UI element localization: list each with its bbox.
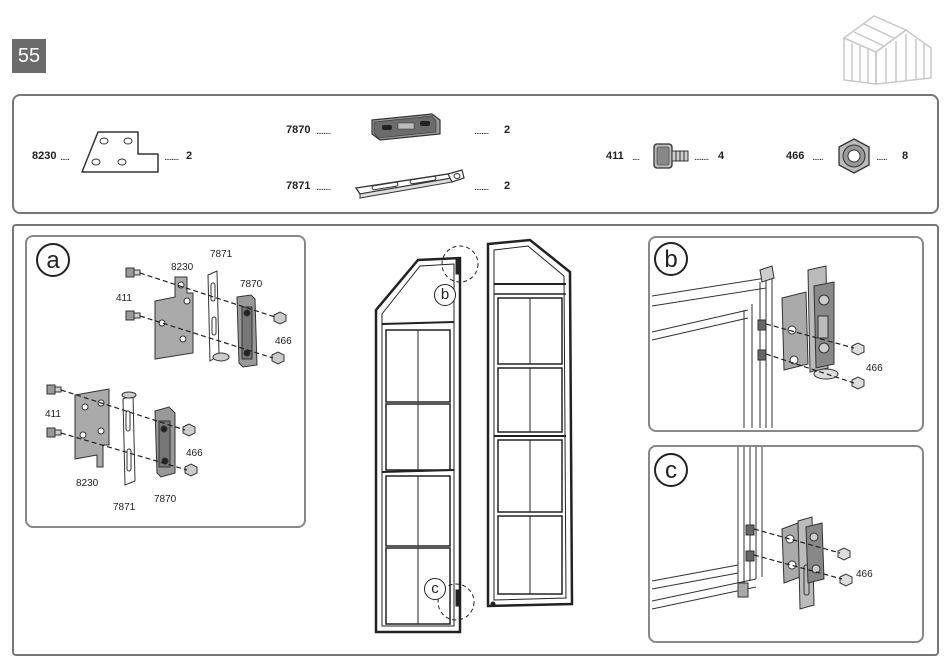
leader-dots: ...... [812, 152, 823, 163]
part-code-466: 466 [786, 150, 804, 162]
door-callout-b: b [434, 284, 456, 306]
greenhouse-thumbnail-icon [836, 8, 936, 88]
detail-a-label: 411 [45, 409, 61, 420]
detail-a-label: 466 [186, 448, 203, 459]
leader-dots: ........ [316, 182, 330, 193]
detail-a-label: 7870 [240, 279, 262, 290]
detail-a-label: 7871 [210, 249, 232, 260]
part-qty-7871: 2 [504, 180, 510, 192]
part-qty-8230: 2 [186, 150, 192, 162]
detail-a-exploded-view [25, 235, 306, 528]
part-code-411: 411 [606, 150, 624, 162]
step-number-badge: 55 [12, 39, 46, 73]
leader-dots: .... [632, 152, 639, 163]
detail-c-closeup [648, 445, 924, 643]
strap-bracket-icon [352, 164, 468, 204]
leader-dots: ........ [164, 152, 178, 163]
part-code-7871: 7871 [286, 180, 310, 192]
detail-a-label: 8230 [76, 478, 98, 489]
part-qty-466: 8 [902, 150, 908, 162]
leader-dots: ........ [694, 152, 708, 163]
flat-plate-icon [80, 130, 160, 175]
leader-dots: ........ [474, 182, 488, 193]
leader-dots: ........ [316, 126, 330, 137]
part-qty-7870: 2 [504, 124, 510, 136]
detail-b-label: 466 [866, 363, 883, 374]
detail-a-label: 7871 [113, 502, 135, 513]
nut-icon [836, 138, 872, 174]
detail-a-label: 411 [116, 293, 132, 304]
detail-c-label: 466 [856, 569, 873, 580]
part-code-7870: 7870 [286, 124, 310, 136]
detail-a-label: 466 [275, 336, 292, 347]
detail-b-closeup [648, 236, 924, 432]
leader-dots: ........ [474, 126, 488, 137]
bolt-icon [652, 140, 692, 172]
part-qty-411: 4 [718, 150, 724, 162]
channel-bracket-icon [370, 112, 442, 142]
part-code-8230: 8230 [32, 150, 56, 162]
leader-dots: ..... [60, 152, 69, 163]
door-callout-c: c [424, 578, 446, 600]
leader-dots: ...... [876, 152, 887, 163]
detail-a-label: 8230 [171, 262, 193, 273]
detail-a-label: 7870 [154, 494, 176, 505]
door-pair-illustration [360, 232, 590, 637]
